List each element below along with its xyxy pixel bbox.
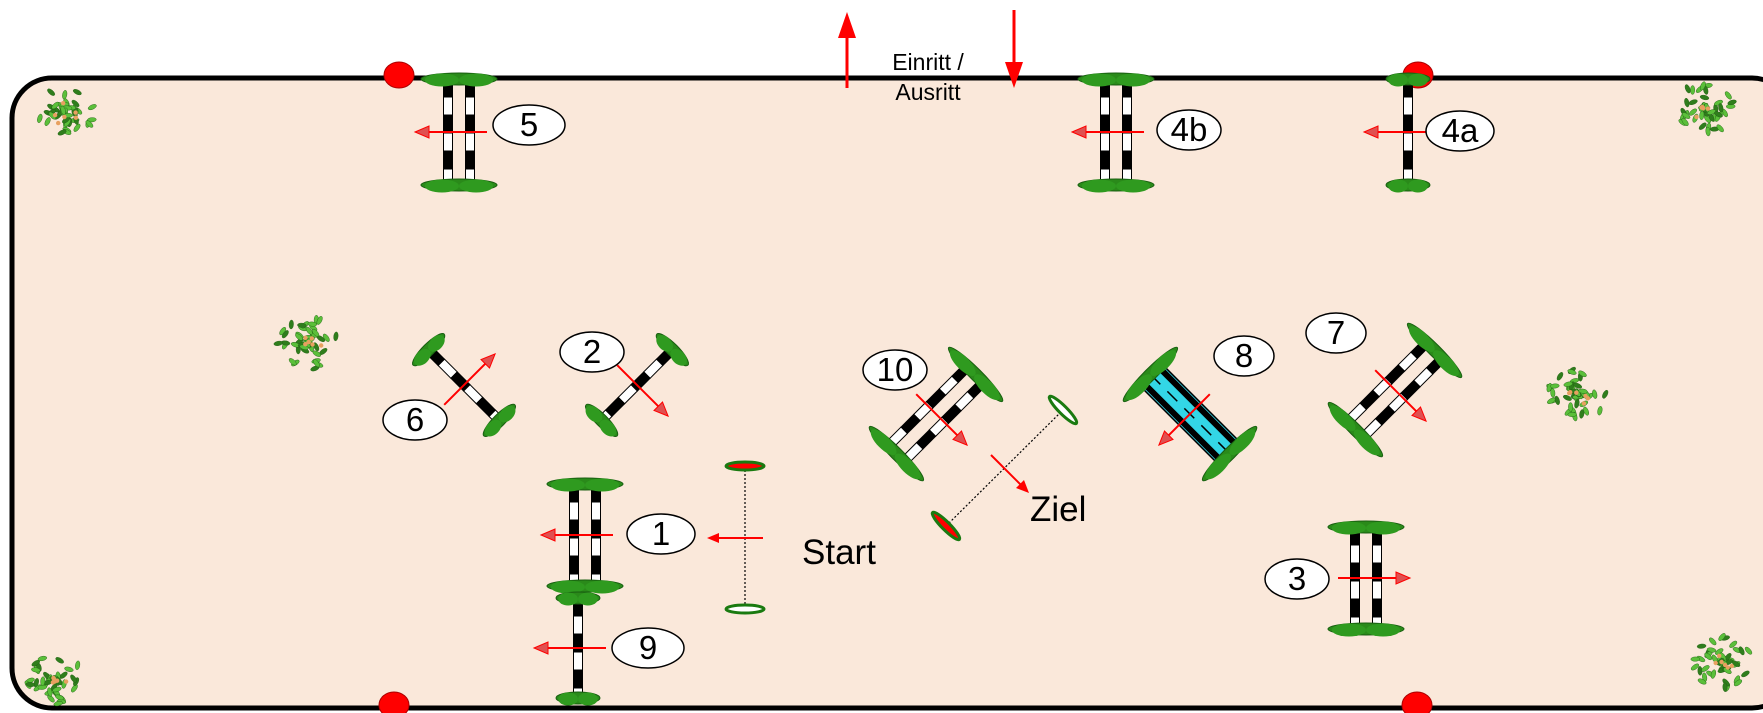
obstacle-number: 2	[583, 333, 601, 370]
obstacle-3: 3	[1264, 520, 1412, 637]
obstacle-number: 7	[1327, 314, 1345, 351]
obstacle-1: 1	[539, 477, 696, 594]
obstacle-number-label: 4a	[1425, 110, 1495, 152]
direction-arrow-icon	[443, 353, 496, 406]
obstacle-number: 3	[1288, 560, 1306, 597]
plant-icon	[1546, 366, 1609, 422]
obstacle-5: 5	[413, 72, 566, 193]
post-marker	[1401, 691, 1433, 713]
fence-icon	[1385, 72, 1431, 193]
gate-label-line1: Einritt /	[892, 49, 964, 75]
obstacle-number-label: 5	[492, 104, 566, 146]
post-marker	[383, 61, 415, 89]
plant-icon	[1690, 633, 1753, 692]
direction-arrow-icon	[1338, 571, 1412, 585]
obstacle-7: 7	[1305, 312, 1463, 458]
obstacle-number: 10	[877, 351, 914, 388]
plants	[24, 81, 1753, 707]
obstacle-number: 1	[652, 515, 670, 552]
fence-icon	[420, 72, 498, 193]
obstacle-10: 10	[862, 346, 1004, 482]
obstacle-number-label: 9	[611, 627, 685, 669]
start-flag-icon	[724, 603, 766, 615]
start-direction-arrow-icon	[707, 533, 763, 543]
obstacle-number: 6	[406, 401, 424, 438]
start-flag-icon	[724, 460, 766, 472]
obstacle-number-label: 7	[1305, 312, 1367, 354]
obstacle-number-label: 4b	[1156, 109, 1222, 151]
obstacle-9: 9	[532, 591, 685, 706]
fence-icon	[868, 346, 1004, 482]
fence-icon	[1077, 72, 1155, 193]
gate: Einritt / Ausritt	[838, 10, 1023, 105]
obstacle-number-label: 2	[559, 331, 625, 373]
direction-arrow-icon	[532, 641, 606, 655]
obstacle-number: 8	[1235, 337, 1253, 374]
finish-line: Ziel	[930, 394, 1086, 542]
post-marker	[378, 691, 410, 713]
direction-arrow-icon	[413, 125, 487, 139]
arena	[9, 75, 1763, 711]
direction-arrow-icon	[915, 393, 968, 446]
direction-arrow-icon	[1158, 393, 1211, 446]
obstacles: 5 4b 4a 6 2 10 8 7 1 9 3	[382, 72, 1495, 706]
obstacle-number: 4a	[1442, 112, 1479, 149]
obstacle-number-label: 8	[1213, 335, 1275, 377]
plant-icon	[1678, 81, 1737, 137]
obstacle-number: 9	[639, 629, 657, 666]
obstacle-number-label: 10	[862, 349, 928, 391]
obstacle-8: 8	[1122, 335, 1275, 482]
obstacle-number: 5	[520, 106, 538, 143]
finish-label: Ziel	[1030, 490, 1086, 529]
obstacle-number-label: 1	[626, 513, 696, 555]
obstacle-number-label: 3	[1264, 558, 1330, 600]
obstacle-number-label: 6	[382, 399, 448, 441]
direction-arrow-icon	[1070, 125, 1144, 139]
obstacle-4a: 4a	[1362, 72, 1495, 193]
fence-icon	[1327, 520, 1405, 637]
entry-arrow-icon	[838, 12, 856, 88]
fence-icon	[585, 333, 689, 437]
fence-icon	[412, 333, 516, 437]
plant-icon	[37, 88, 97, 136]
gate-label-line2: Ausritt	[895, 79, 961, 105]
obstacle-2: 2	[559, 331, 689, 437]
obstacle-4b: 4b	[1070, 72, 1222, 193]
direction-arrow-icon	[1374, 369, 1427, 422]
fence-icon	[546, 477, 624, 594]
obstacle-6: 6	[382, 333, 516, 441]
start-label: Start	[802, 533, 876, 572]
plant-icon	[24, 655, 81, 707]
finish-flag-icon	[930, 510, 962, 542]
start-line: Start	[707, 460, 876, 615]
direction-arrow-icon	[539, 528, 613, 542]
direction-arrow-icon	[616, 364, 669, 417]
exit-arrow-icon	[1005, 10, 1023, 88]
plant-icon	[273, 315, 339, 372]
fence-icon	[1327, 322, 1463, 458]
finish-direction-arrow-icon	[990, 454, 1029, 493]
finish-flag-icon	[1047, 394, 1079, 426]
fence-icon	[555, 591, 601, 706]
obstacle-number: 4b	[1171, 111, 1208, 148]
